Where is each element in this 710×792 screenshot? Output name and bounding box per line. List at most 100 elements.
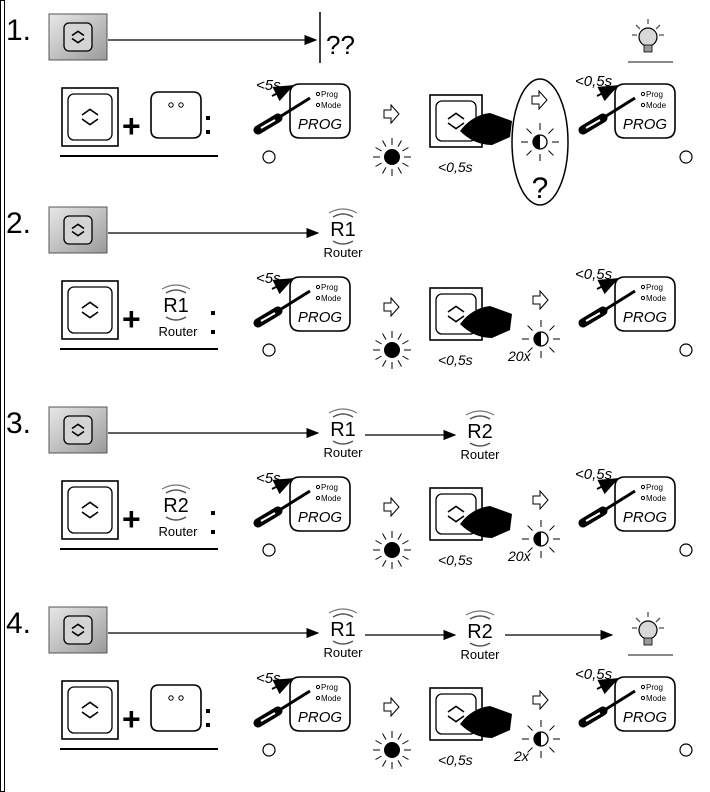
blinking-led-icon [373,138,411,176]
signal-arc-icon [165,489,187,494]
chevron-up-icon [71,223,85,230]
switch-icon [61,680,119,740]
led-ray [375,162,382,167]
timing-label: <0,5s [575,466,613,483]
signal-arc-icon [332,613,354,618]
led-ray [382,560,387,567]
prog-mode-label: Prog [321,683,338,692]
led-ray [402,740,409,745]
half-led-icon [522,520,560,558]
colon-dot [206,709,210,713]
screwdriver-icon [253,478,311,528]
screwdriver-highlight [260,712,276,722]
screwdriver-shaft [277,489,311,513]
timing-label: <0,5s [575,266,613,283]
chevron-up-icon [447,705,465,713]
screwdriver-icon [578,85,636,135]
prog-mode-label: Mode [646,694,667,703]
signal-arc-icon [465,410,495,416]
next-arrow-icon [531,89,548,111]
timing-label: <0,5s [438,352,473,368]
signal-arc-icon [161,284,191,290]
led-ray [402,355,409,360]
led-ray [549,547,555,553]
blinking-led-icon [373,731,411,769]
chevron-up-icon [81,501,99,509]
switch-key [67,486,113,534]
actuator-body [150,684,202,732]
prog-mode-label: Mode [646,101,667,110]
press-arrow [271,478,294,495]
colon-dot [211,511,215,515]
signal-arc-icon [332,640,354,645]
router-id: R1 [330,619,356,641]
actuator-led-icon [178,695,184,701]
prog-label: PROG [623,309,668,326]
led-ray [382,533,387,540]
signal-arc-icon [332,240,354,245]
router-id: R2 [467,421,493,443]
rocker-button-icon [48,406,108,454]
rocker-button-icon [48,206,108,254]
prog-led-icon [640,484,646,490]
switch-icon [61,87,119,147]
led-ray [548,150,554,156]
timing-label: <0,5s [438,752,473,768]
half-led-icon [522,320,560,358]
led-ray [375,740,382,745]
unknown-link-label: ?? [326,30,355,60]
prog-led-icon [640,102,646,108]
led-ray [382,360,387,367]
left-border [0,0,5,792]
prog-mode-label: Mode [321,494,342,503]
step-number: 2. [6,207,31,240]
colon-dot [211,530,215,534]
chevron-up-icon [71,623,85,630]
led-ray [382,333,387,340]
press-arrow [596,678,619,695]
led-ray [375,340,382,345]
led-ray [402,540,409,545]
plus-sign: + [122,301,141,337]
hand-shape [460,706,512,738]
screwdriver-icon [253,678,311,728]
hand-icon [460,113,512,145]
next-arrow-icon [383,696,400,718]
led-dot [384,742,400,758]
colon-dot [211,330,215,334]
prog-mode-label: Mode [646,494,667,503]
led-ray [527,525,533,531]
router-icon: R2 [161,484,191,521]
screwdriver-highlight [260,512,276,522]
led-ray [382,167,387,174]
led-ray [526,150,532,156]
chevron-down-icon [447,122,465,130]
blink-count-label: 20x [507,548,532,564]
prog-mode-label: Prog [646,683,663,692]
led-ray [527,725,533,731]
prog-mode-label: Mode [321,294,342,303]
screwdriver-highlight [260,119,276,129]
screwdriver-highlight [585,712,601,722]
actuator-led-icon [168,695,174,701]
next-arrow-icon [532,689,549,711]
button-key [63,22,93,52]
switch-icon [61,280,119,340]
status-led-icon [262,150,276,164]
status-led-icon [262,343,276,357]
colon-dot [206,130,210,134]
chevron-up-icon [81,301,99,309]
prog-led-icon [640,495,646,501]
screwdriver-icon [578,478,636,528]
led-ray [397,140,402,147]
screwdriver-highlight [260,312,276,322]
